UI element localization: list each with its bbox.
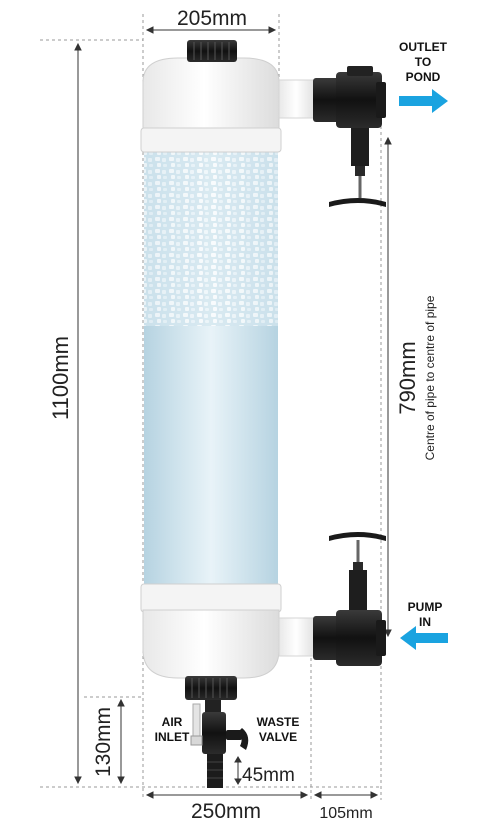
dim-bottom-height <box>117 698 125 785</box>
outlet-label-line3: POND <box>406 70 441 84</box>
dim-pipe-centres-label: 790mm <box>395 341 420 414</box>
dim-height <box>74 42 82 785</box>
dim-pipe-centres <box>384 136 392 638</box>
arrow-left-icon <box>400 626 448 650</box>
air-inlet-label-line1: AIR <box>162 715 183 729</box>
dim-pipe-centres-note: Centre of pipe to centre of pipe <box>423 295 437 460</box>
inlet-valve <box>313 532 386 666</box>
outlet-pipe-stub <box>278 79 318 119</box>
waste-valve <box>185 676 249 788</box>
outlet-label-line2: TO <box>415 55 431 69</box>
dim-side-offset-label: 105mm <box>319 805 372 822</box>
dim-top-width <box>145 26 277 34</box>
dim-outlet-stub <box>234 756 242 785</box>
top-end-cap <box>142 57 280 151</box>
dim-top-width-label: 205mm <box>177 7 247 30</box>
bottom-end-cap <box>142 609 280 679</box>
waste-valve-label-line1: WASTE <box>257 715 300 729</box>
dim-height-label: 1100mm <box>48 336 73 420</box>
outlet-valve <box>313 66 386 207</box>
waste-valve-lever <box>226 730 242 740</box>
outlet-valve-handle <box>329 198 386 207</box>
top-vent-knob <box>187 40 237 62</box>
air-inlet-label-line2: INLET <box>155 730 190 744</box>
top-collar <box>140 127 282 153</box>
bottom-collar <box>140 583 282 613</box>
pump-label-line2: IN <box>419 615 431 629</box>
dim-side-offset <box>313 791 379 799</box>
filter-vessel <box>140 40 318 679</box>
waste-valve-label-line2: VALVE <box>259 730 297 744</box>
outlet-label-line1: OUTLET <box>399 40 448 54</box>
dim-outlet-stub-label: 45mm <box>242 765 295 786</box>
pump-label-line1: PUMP <box>408 600 443 614</box>
dim-bottom-height-label: 130mm <box>92 707 115 777</box>
dim-base-width <box>145 791 309 799</box>
inlet-pipe-stub <box>278 617 318 657</box>
inlet-valve-handle <box>329 532 386 541</box>
dim-base-width-label: 250mm <box>191 800 261 823</box>
arrow-right-icon <box>399 89 448 113</box>
